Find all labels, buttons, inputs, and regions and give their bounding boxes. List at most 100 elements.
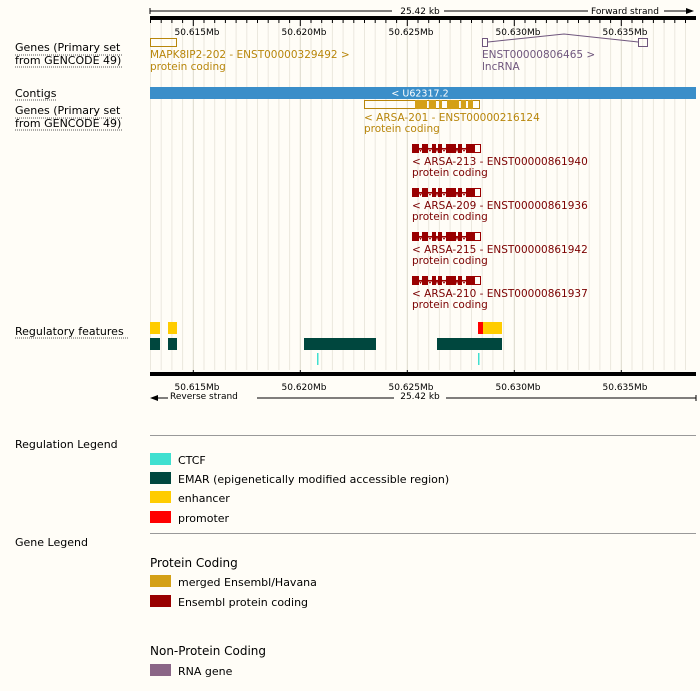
top-tick-label: 50.625Mb [389, 28, 434, 38]
bottom-ruler-ticks [150, 370, 686, 376]
legend-swatch-emar [150, 472, 171, 484]
top-tick-label: 50.620Mb [282, 28, 327, 38]
enhancer-feature[interactable] [150, 322, 160, 334]
exon [412, 276, 419, 285]
gene-enst00000806465-intron [487, 33, 639, 43]
legend-label-ctcf: CTCF [178, 454, 206, 467]
emar-feature[interactable] [437, 338, 502, 350]
emar-feature[interactable] [304, 338, 376, 350]
gene-enst00000806465-name: ENST00000806465 > [482, 49, 595, 61]
exon [446, 232, 456, 241]
gene-arsa-201[interactable]: < ARSA-201 - ENST00000216124 protein cod… [364, 100, 540, 135]
non-protein-coding-heading: Non-Protein Coding [150, 644, 266, 658]
exon [458, 188, 462, 197]
exon [466, 232, 474, 241]
regulation-legend: Regulation Legend CTCF EMAR (epigenetica… [15, 435, 696, 525]
exon [412, 232, 419, 241]
top-ruler-bar [150, 16, 696, 20]
gene-legend: Gene Legend Protein Coding merged Ensemb… [15, 533, 696, 678]
utr [474, 276, 481, 285]
transcript-biotype: protein coding [412, 167, 488, 179]
contig-label: < U62317.2 [391, 89, 448, 100]
exon [438, 232, 442, 241]
exon [438, 276, 442, 285]
enhancer-feature[interactable] [483, 322, 502, 334]
exon [466, 144, 474, 153]
legend-swatch-enhancer [150, 491, 171, 503]
ctcf-feature[interactable] [317, 353, 319, 365]
bottom-ruler-bar [150, 372, 696, 376]
exon [446, 276, 456, 285]
emar-feature[interactable] [150, 338, 160, 350]
legend-label-emar: EMAR (epigenetically modified accessible… [178, 473, 449, 486]
gene-mapk8ip2-202-name: MAPK8IP2-202 - ENST00000329492 > [150, 49, 350, 61]
gene-arsa-201-name: < ARSA-201 - ENST00000216124 [364, 112, 540, 124]
top-tick-label: 50.615Mb [175, 28, 220, 38]
exon [422, 144, 428, 153]
gene-arsa-201-biotype: protein coding [364, 123, 440, 135]
legend-label-enhancer: enhancer [178, 492, 230, 505]
contig-u62317[interactable]: < U62317.2 [150, 87, 696, 100]
utr [474, 188, 481, 197]
promoter-feature[interactable] [478, 322, 483, 334]
enhancer-feature[interactable] [168, 322, 177, 334]
exon [458, 276, 462, 285]
emar-feature[interactable] [168, 338, 177, 350]
bottom-tick-label: 50.615Mb [175, 383, 220, 393]
exon [412, 188, 419, 197]
reverse-strand-label: Reverse strand [170, 392, 238, 402]
gene-mapk8ip2-202-utr [150, 38, 177, 47]
transcript-name: < ARSA-215 - ENST00000861942 [412, 244, 588, 256]
forward-arrow-icon [686, 8, 694, 14]
transcript-biotype: protein coding [412, 299, 488, 311]
exon [432, 276, 436, 285]
contigs-track-label[interactable]: Contigs [15, 87, 57, 100]
forward-strand-label: Forward strand [591, 7, 659, 17]
exon [412, 144, 419, 153]
exon [422, 232, 428, 241]
exon [432, 188, 436, 197]
exon [466, 276, 474, 285]
legend-label-ensembl-protein-coding: Ensembl protein coding [178, 596, 308, 609]
regulation-legend-title: Regulation Legend [15, 438, 118, 451]
ctcf-feature[interactable] [478, 353, 480, 365]
legend-label-promoter: promoter [178, 512, 230, 525]
utr [474, 144, 481, 153]
transcript-name: < ARSA-213 - ENST00000861940 [412, 156, 588, 168]
gene-mapk8ip2-202[interactable]: MAPK8IP2-202 - ENST00000329492 > protein… [150, 38, 350, 74]
top-ruler-ticks [150, 20, 686, 26]
protein-coding-heading: Protein Coding [150, 556, 238, 570]
legend-swatch-merged [150, 575, 171, 587]
transcript-name: < ARSA-210 - ENST00000861937 [412, 288, 588, 300]
transcript-biotype: protein coding [412, 255, 488, 267]
legend-swatch-ctcf [150, 453, 171, 465]
top-tick-label: 50.635Mb [603, 28, 648, 38]
grid-lines [150, 22, 686, 370]
exon [458, 232, 462, 241]
legend-swatch-ensembl-protein-coding [150, 595, 171, 607]
regulatory-features [150, 322, 502, 365]
utr [474, 232, 481, 241]
transcript-biotype: protein coding [412, 211, 488, 223]
transcript-name: < ARSA-209 - ENST00000861936 [412, 200, 588, 212]
contig-bar [150, 87, 696, 99]
gene-enst00000806465[interactable]: ENST00000806465 > lncRNA [482, 33, 648, 73]
genes-track-label-bottom[interactable]: Genes (Primary set from GENCODE 49) [15, 104, 124, 130]
regulatory-track-label[interactable]: Regulatory features [15, 325, 124, 338]
genes-track-label-top[interactable]: Genes (Primary set from GENCODE 49) [15, 41, 124, 67]
exon [432, 144, 436, 153]
exon [458, 144, 462, 153]
exon [446, 144, 456, 153]
exon [446, 188, 456, 197]
gene-legend-title: Gene Legend [15, 536, 88, 549]
